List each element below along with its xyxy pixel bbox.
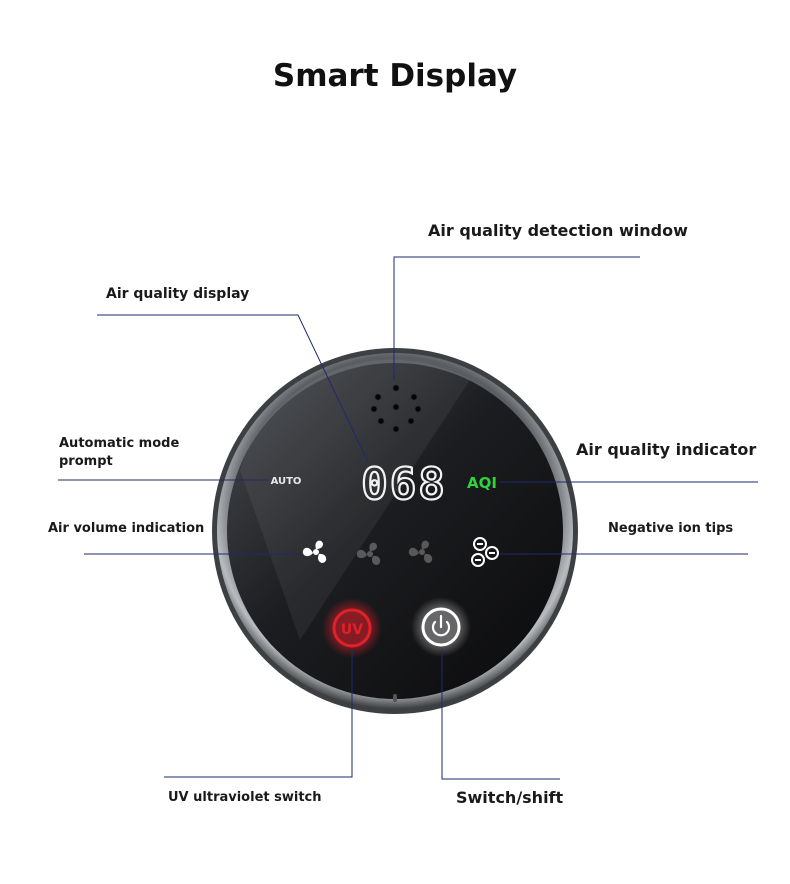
detection-window-holes	[370, 384, 422, 433]
label-negative-ion: Negative ion tips	[608, 521, 734, 536]
label-air-quality-indicator: Air quality indicator	[576, 440, 757, 459]
leader-detection-window	[393, 256, 640, 380]
leader-uv	[164, 650, 353, 778]
fan-speed-3-icon[interactable]	[408, 540, 433, 563]
label-switch-shift: Switch/shift	[456, 788, 564, 807]
power-button[interactable]	[421, 607, 461, 647]
aqi-indicator: AQI	[467, 474, 497, 492]
leader-switch	[441, 650, 560, 780]
auto-indicator: AUTO	[271, 476, 302, 487]
leader-air-quality-display	[97, 314, 369, 463]
label-auto-mode-line1: Automatic mode	[59, 436, 180, 451]
bottom-indicator-dot	[393, 694, 397, 702]
page-title: Smart Display	[272, 58, 518, 94]
negative-ion-icon[interactable]	[471, 537, 499, 567]
uv-button[interactable]	[332, 608, 372, 648]
label-uv-switch: UV ultraviolet switch	[168, 790, 322, 805]
label-auto-mode-line2: prompt	[59, 454, 113, 469]
label-detection-window: Air quality detection window	[428, 221, 688, 240]
label-air-quality-display: Air quality display	[106, 286, 250, 302]
label-air-volume: Air volume indication	[48, 521, 205, 536]
fan-speed-2-icon[interactable]	[356, 542, 381, 565]
uv-button-label: UV	[341, 622, 363, 638]
power-icon	[431, 614, 451, 637]
fan-speed-1-icon[interactable]	[302, 540, 327, 563]
panel-face	[227, 363, 563, 699]
aqi-digit-display: 068	[361, 459, 446, 510]
